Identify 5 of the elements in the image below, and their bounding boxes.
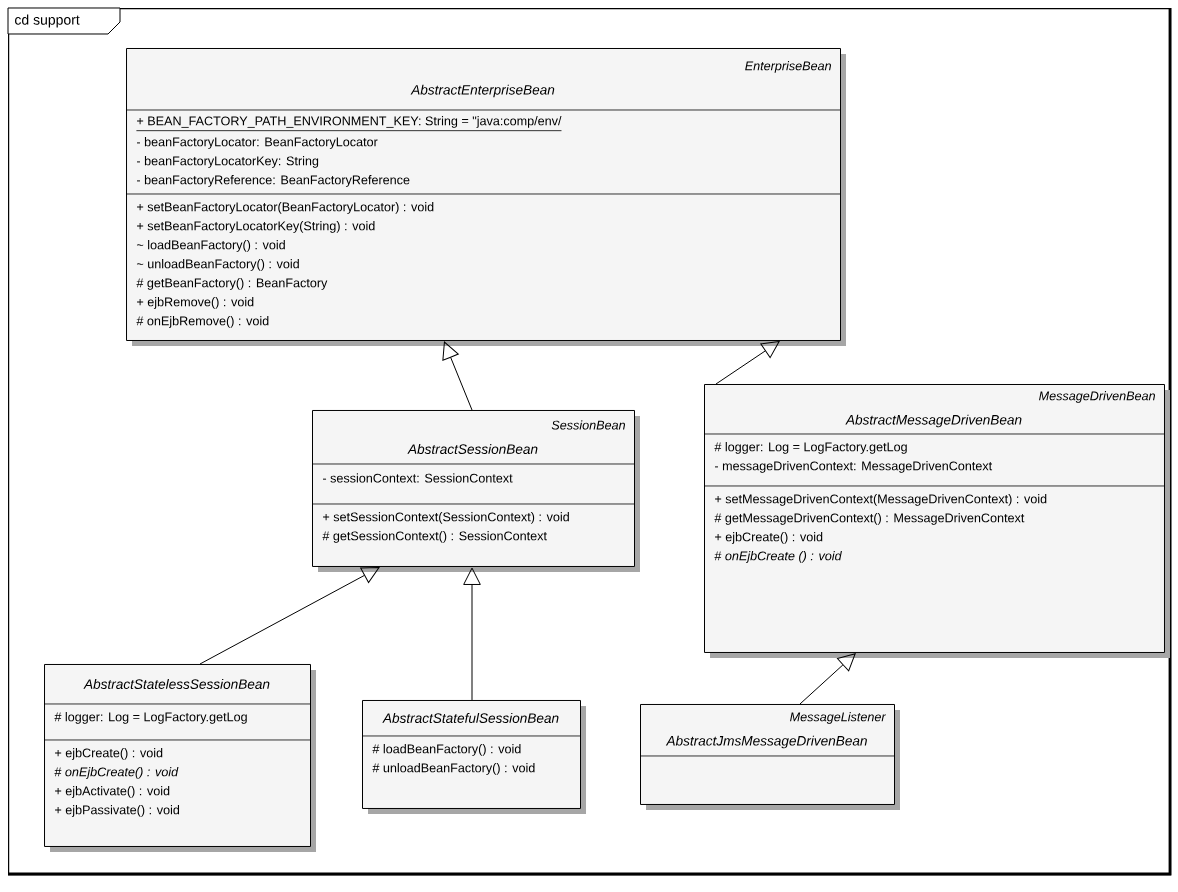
generalization-arrow xyxy=(799,653,856,705)
generalization-arrow xyxy=(463,567,481,701)
generalization-arrow xyxy=(715,341,780,385)
generalization-arrow xyxy=(442,341,473,411)
generalization-arrow xyxy=(199,567,380,665)
